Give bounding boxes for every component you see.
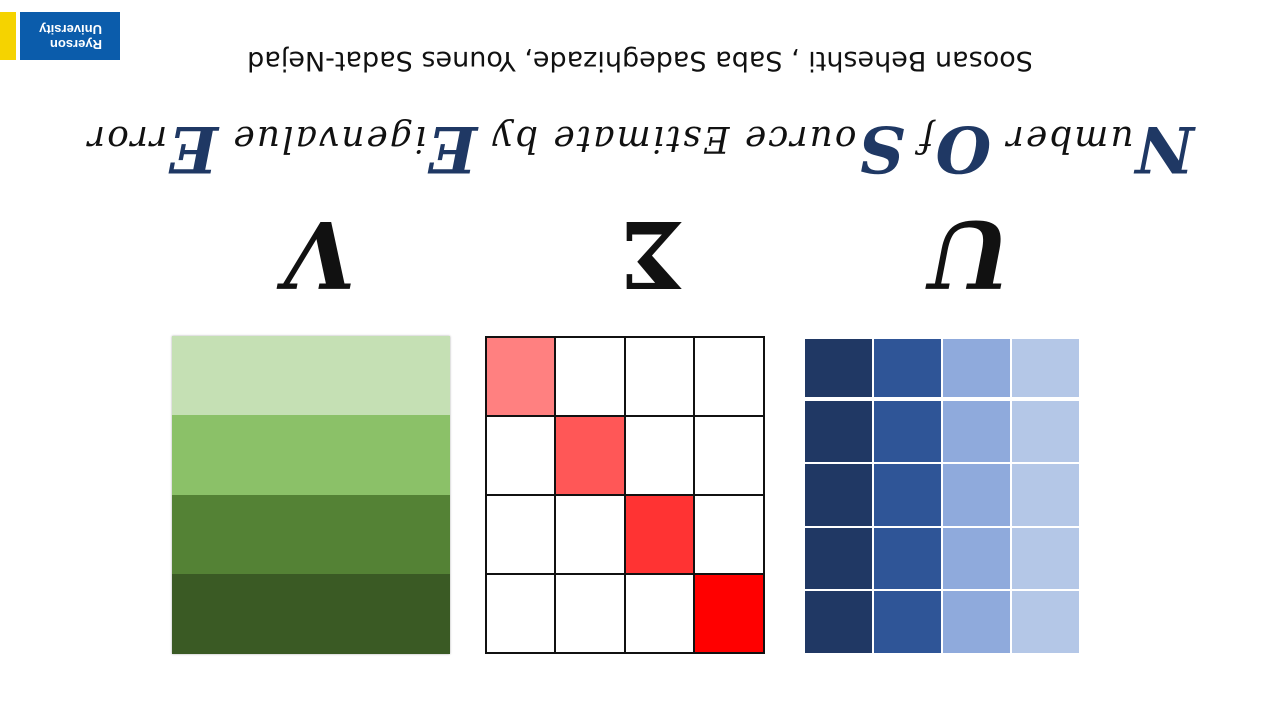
sigma-diagonal-cell [625,495,695,574]
u-cell [942,338,1011,398]
u-cell [942,590,1011,654]
u-matrix-body [804,400,1080,654]
title-text: igenvalue [218,118,427,159]
logo-accent-bar [0,12,16,60]
u-cell [942,400,1011,464]
title-text: rror [85,118,168,159]
u-cell [804,527,873,591]
u-cell [1011,527,1080,591]
sigma-cell [555,574,625,653]
logo-box: Ryerson University [20,12,120,60]
title-capital: S [856,111,905,186]
sigma-cell [694,337,764,416]
u-cell [873,527,942,591]
logo-line-1: Ryerson [49,37,102,52]
v-band [172,574,450,654]
sigma-cell [625,574,695,653]
sigma-cell [625,416,695,495]
logo-line-2: University [39,22,102,37]
sigma-cell [694,416,764,495]
sigma-cell [486,495,556,574]
sigma-matrix [485,336,765,654]
u-cell [942,527,1011,591]
v-band [172,336,450,416]
label-u: U [929,200,1011,308]
v-matrix [172,336,450,654]
title-capital: E [167,111,219,186]
label-sigma: Σ [620,200,686,308]
u-cell [873,400,942,464]
u-cell [804,463,873,527]
u-cell [942,463,1011,527]
u-cell [1011,338,1080,398]
title-capital: O [933,111,992,186]
slide-title: Number Of Source Estimate by Eigenvalue … [20,111,1260,186]
sigma-cell [694,495,764,574]
sigma-diagonal-cell [555,416,625,495]
u-cell [804,400,873,464]
v-band [172,495,450,575]
sigma-cell [486,416,556,495]
label-v: V [284,200,356,308]
v-band [172,415,450,495]
u-matrix [804,338,1080,654]
sigma-cell [555,337,625,416]
university-logo: Ryerson University [0,0,120,60]
u-matrix-first-row [804,338,1080,398]
sigma-diagonal-cell [694,574,764,653]
sigma-cell [625,337,695,416]
u-cell [873,590,942,654]
title-text: ource Estimate by [477,118,857,159]
title-text: umber [991,118,1134,159]
title-text: f [904,118,934,159]
u-cell [873,463,942,527]
u-cell [1011,400,1080,464]
u-cell [804,338,873,398]
title-capital: N [1133,111,1195,186]
title-capital: E [426,111,478,186]
sigma-diagonal-cell [486,337,556,416]
authors: Soosan Beheshti , Saba Sadeghizade, Youn… [247,45,1033,76]
sigma-cell [555,495,625,574]
sigma-cell [486,574,556,653]
u-cell [1011,463,1080,527]
u-cell [804,590,873,654]
u-cell [1011,590,1080,654]
u-cell [873,338,942,398]
